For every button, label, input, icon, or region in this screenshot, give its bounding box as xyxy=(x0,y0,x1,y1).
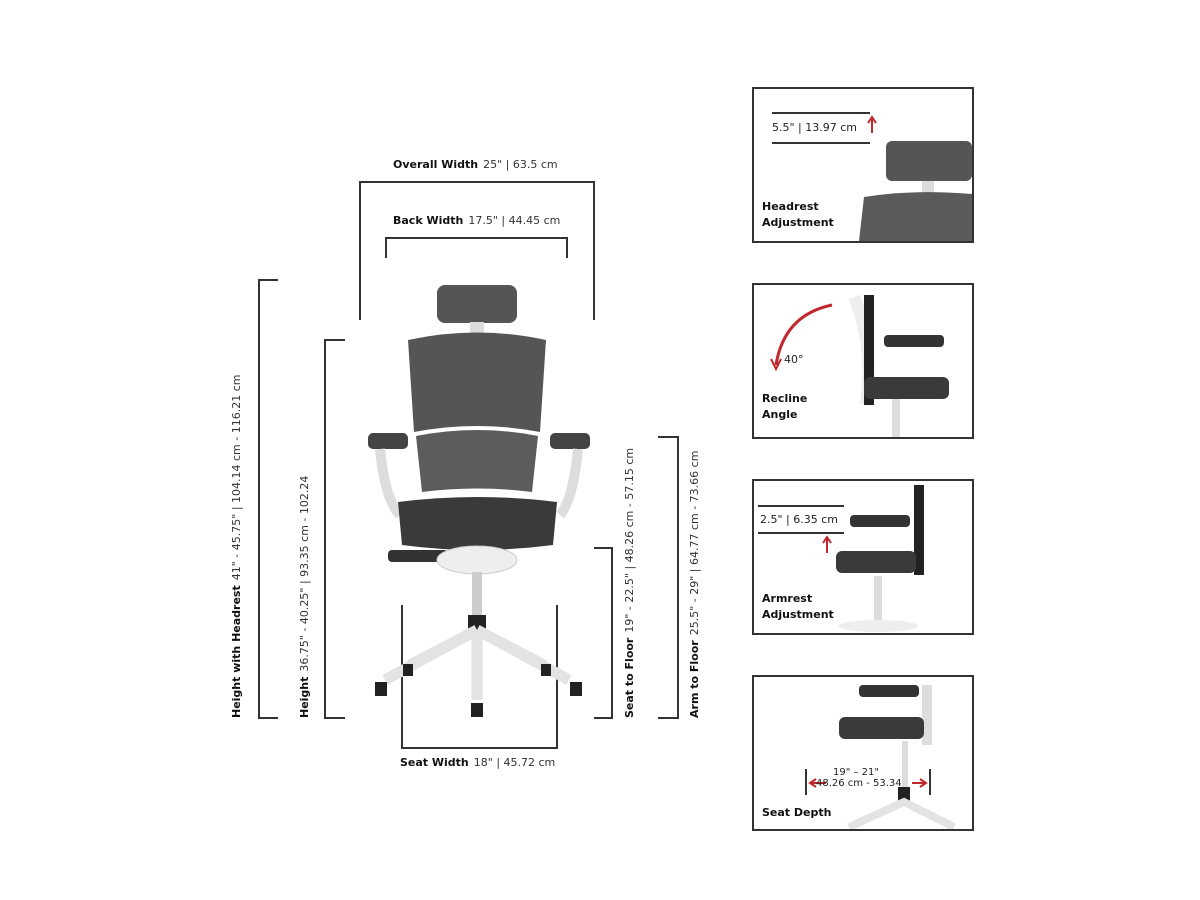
dimension-name: Arm to Floor xyxy=(688,640,701,718)
overall-width-bracket xyxy=(359,181,595,320)
recline-measurement: 40° xyxy=(784,353,804,366)
seat-depth-inches: 19" – 21" xyxy=(832,767,879,778)
arm-to-floor-bracket xyxy=(658,436,679,719)
headrest-adjustment-panel: 5.5" | 13.97 cm Headrest Adjustment xyxy=(752,87,974,243)
dimension-name: Height xyxy=(298,676,311,718)
headrest-measurement: 5.5" | 13.97 cm xyxy=(772,121,858,134)
panel-title: Seat Depth xyxy=(762,806,832,819)
seat-depth-cm: 48.26 cm - 53.34 xyxy=(816,778,902,789)
seat-depth-panel: 19" – 21" 48.26 cm - 53.34 Seat Depth xyxy=(752,675,974,831)
armrest-drawing xyxy=(758,485,924,632)
height-bracket xyxy=(324,339,345,719)
panel-title: Armrest Adjustment xyxy=(762,592,834,621)
armrest-measurement: 2.5" | 6.35 cm xyxy=(760,513,839,526)
dimension-value: 17.5" | 44.45 cm xyxy=(468,214,561,227)
seat-depth-drawing xyxy=(805,685,956,829)
back-width-label: Back Width 17.5" | 44.45 cm xyxy=(393,214,560,227)
back-width-bracket xyxy=(385,237,568,258)
headrest-drawing xyxy=(772,112,972,241)
overall-width-label: Overall Width 25" | 63.5 cm xyxy=(393,158,558,171)
dimension-value: 41" - 45.75" | 104.14 cm - 116.21 cm xyxy=(230,374,243,581)
panel-title: Recline Angle xyxy=(762,392,808,421)
dimension-name: Back Width xyxy=(393,214,464,227)
arm-to-floor-label: Arm to Floor 25.5" - 29" | 64.77 cm - 73.… xyxy=(688,451,701,718)
recline-angle-panel: 40° Recline Angle xyxy=(752,283,974,439)
armrest-adjustment-panel: 2.5" | 6.35 cm Armrest Adjustment xyxy=(752,479,974,635)
seat-to-floor-bracket xyxy=(594,547,613,719)
seat-width-label: Seat Width 18" | 45.72 cm xyxy=(400,756,555,769)
height-label: Height 36.75" - 40.25" | 93.35 cm - 102.2… xyxy=(298,476,311,718)
height-with-headrest-label: Height with Headrest 41" - 45.75" | 104.1… xyxy=(230,375,243,718)
dimension-name: Seat to Floor xyxy=(623,637,636,718)
panel-title: Headrest Adjustment xyxy=(762,200,834,229)
dimension-value: 25" | 63.5 cm xyxy=(483,158,558,171)
dimension-name: Overall Width xyxy=(393,158,479,171)
seat-to-floor-label: Seat to Floor 19" - 22.5" | 48.26 cm - 57… xyxy=(623,448,636,718)
dimension-value: 25.5" - 29" | 64.77 cm - 73.66 cm xyxy=(688,450,701,636)
seat-depth-measurement: 19" – 21" 48.26 cm - 53.34 xyxy=(816,767,902,789)
dimension-value: 18" | 45.72 cm xyxy=(473,756,556,769)
dimension-value: 19" - 22.5" | 48.26 cm - 57.15 cm xyxy=(623,447,636,633)
height-headrest-bracket xyxy=(258,279,278,719)
dimension-name: Height with Headrest xyxy=(230,585,243,718)
dimension-value: 36.75" - 40.25" | 93.35 cm - 102.24 xyxy=(298,475,311,672)
chair-front xyxy=(368,285,590,717)
dimension-name: Seat Width xyxy=(400,756,469,769)
recline-drawing xyxy=(770,294,949,437)
